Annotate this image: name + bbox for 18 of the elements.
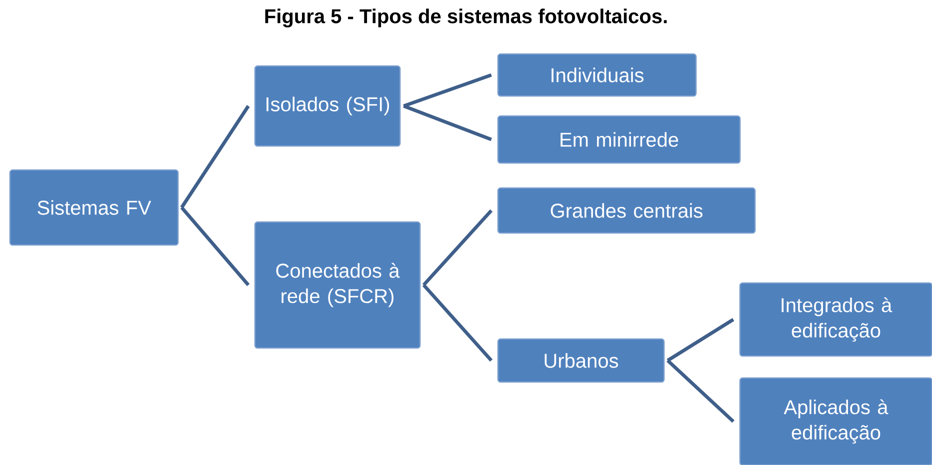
category-box: Conectados à rede (SFCR)	[254, 221, 421, 349]
connector-line	[403, 73, 492, 108]
category-box: Urbanos	[497, 338, 665, 383]
category-box: Individuais	[497, 53, 697, 97]
connector-line	[180, 206, 250, 286]
category-box: Grandes centrais	[497, 187, 756, 234]
category-box: Sistemas FV	[9, 169, 179, 246]
category-box: Em minirrede	[497, 115, 741, 164]
figure-title: Figura 5 - Tipos de sistemas fotovoltaicos.	[265, 8, 667, 28]
connector-line	[422, 209, 493, 286]
connector-line	[180, 105, 250, 208]
connector-line	[422, 284, 493, 362]
connector-line	[666, 359, 735, 423]
category-box: Integrados à edificação	[739, 282, 932, 357]
connector-line	[666, 318, 734, 362]
category-box: Isolados (SFI)	[254, 65, 401, 147]
connector-line	[403, 104, 492, 142]
category-box: Aplicados à edificação	[739, 377, 932, 465]
